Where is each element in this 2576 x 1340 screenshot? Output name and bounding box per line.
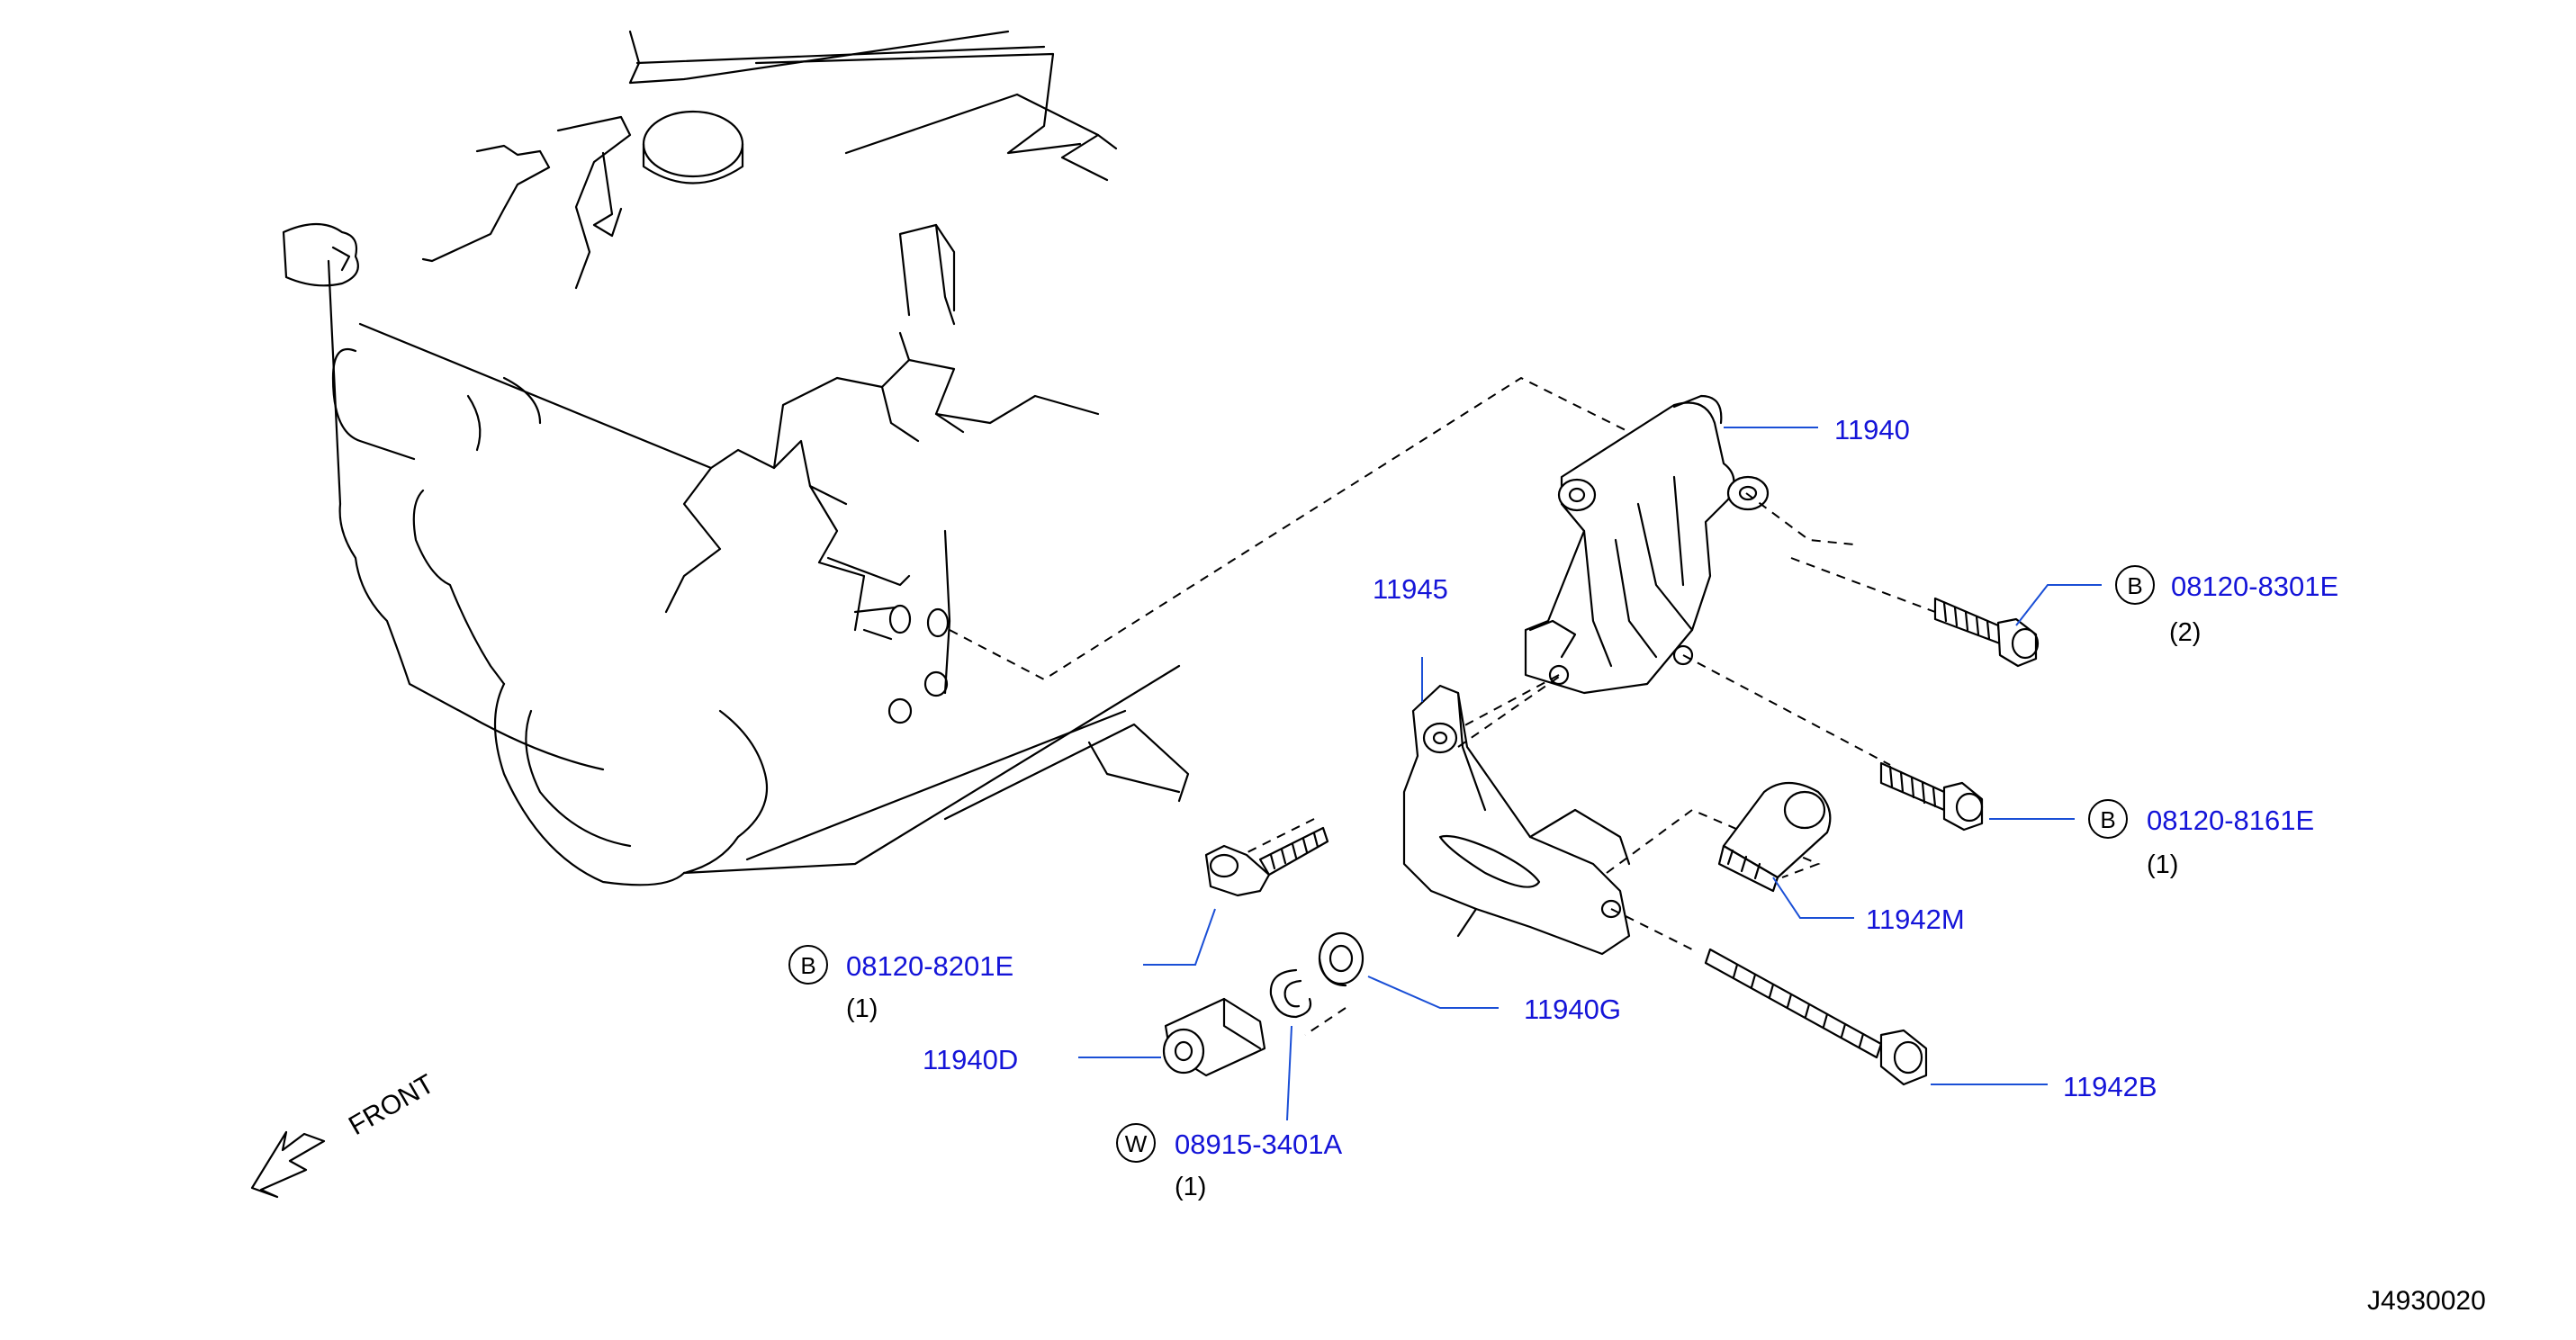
label-11940[interactable]: 11940 xyxy=(1834,414,1910,445)
w-symbol-letter: W xyxy=(1125,1130,1148,1157)
label-08915-3401A[interactable]: 08915-3401A xyxy=(1175,1129,1342,1160)
label-08120-8301E[interactable]: 08120-8301E xyxy=(2171,571,2338,602)
b-symbol-letter: B xyxy=(2100,806,2115,833)
qty-08120-8301E: (2) xyxy=(2169,618,2201,647)
label-11942B[interactable]: 11942B xyxy=(2063,1071,2157,1102)
bracket-11945-illustration xyxy=(1402,684,1631,956)
drawing-code: J4930020 xyxy=(2367,1286,2486,1316)
front-arrow-icon xyxy=(250,1130,326,1199)
washer-11940G-illustration xyxy=(1318,931,1365,987)
label-group-08120-8161E[interactable]: B 08120-8161E (1) xyxy=(2088,799,2314,879)
label-group-08120-8301E[interactable]: B 08120-8301E (2) xyxy=(2115,565,2338,647)
b-symbol-icon xyxy=(788,945,828,985)
bolt-08120-8201E-illustration xyxy=(1204,826,1329,897)
b-symbol-letter: B xyxy=(800,952,815,979)
engine-block-illustration xyxy=(282,30,1190,886)
leader-lines xyxy=(1078,427,2102,1121)
qty-08120-8161E: (1) xyxy=(2147,850,2178,879)
label-11945[interactable]: 11945 xyxy=(1373,573,1448,605)
b-symbol-icon xyxy=(2088,799,2128,839)
bracket-11940-illustration xyxy=(1524,394,1770,695)
front-label: FRONT xyxy=(344,1069,439,1141)
lockwasher-08915-3401A-illustration xyxy=(1269,968,1312,1019)
label-group-08915-3401A[interactable]: W 08915-3401A (1) xyxy=(1116,1123,1342,1201)
qty-08915-3401A: (1) xyxy=(1175,1173,1206,1201)
bolt-08120-8161E-illustration xyxy=(1879,761,1984,832)
label-08120-8201E[interactable]: 08120-8201E xyxy=(846,950,1013,982)
mount-dashed-line xyxy=(949,376,1630,681)
bolt-11942M-illustration xyxy=(1717,782,1832,893)
label-11940G[interactable]: 11940G xyxy=(1524,994,1621,1025)
label-group-08120-8201E[interactable]: B 08120-8201E (1) xyxy=(788,945,1013,1023)
w-symbol-icon xyxy=(1116,1123,1156,1163)
label-11940D[interactable]: 11940D xyxy=(923,1044,1018,1075)
b-symbol-icon xyxy=(2115,565,2155,605)
b-symbol-letter: B xyxy=(2127,572,2142,599)
label-08120-8161E[interactable]: 08120-8161E xyxy=(2147,805,2314,836)
bolt-08120-8301E-illustration xyxy=(1933,597,2040,668)
front-direction-indicator: FRONT xyxy=(250,1069,439,1199)
spacer-11940D-illustration xyxy=(1162,997,1266,1077)
label-11942M[interactable]: 11942M xyxy=(1866,904,1965,935)
qty-08120-8201E: (1) xyxy=(846,994,878,1023)
bolt-11942B-illustration xyxy=(1704,948,1928,1086)
